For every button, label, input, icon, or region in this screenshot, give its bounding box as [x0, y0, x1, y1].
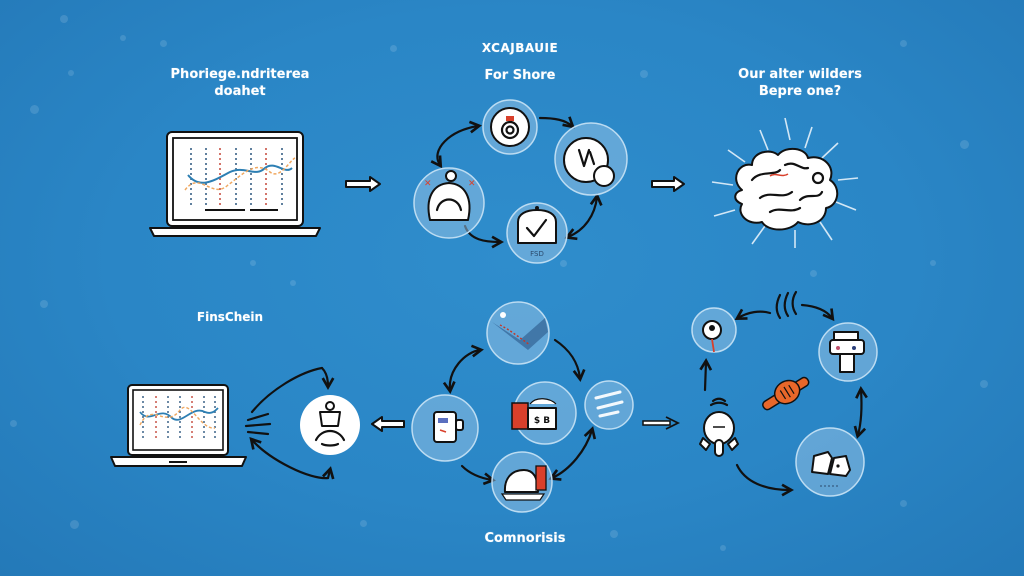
top-right-heading-line2: Bepre one? — [758, 84, 842, 99]
cash-box-text: $ B — [534, 416, 550, 426]
bottom-cycle: $ B — [411, 301, 634, 513]
bag-user-icon — [300, 395, 360, 455]
top-center-heading: XCAJBAUIE For Shore — [430, 40, 610, 84]
clipboard-caption: FSD — [530, 250, 544, 258]
car-icon — [795, 427, 865, 497]
laptop-chart-icon — [110, 384, 247, 467]
mid-left-heading: FinsChein — [196, 310, 264, 324]
top-cycle: ✕ ✕ FSD — [413, 99, 628, 264]
wrench-bone-icon — [762, 376, 810, 411]
laptop-chart-icon — [149, 131, 321, 237]
svg-text:✕: ✕ — [424, 179, 432, 189]
top-left-heading-line2: doahet — [214, 84, 266, 99]
arrow-right-icon — [345, 176, 381, 192]
top-right-heading: Our alter wilders Bepre one? — [690, 66, 910, 100]
top-center-subtitle: For Shore — [484, 68, 556, 83]
bottom-center-heading: Comnorisis — [484, 531, 566, 546]
lock-badge-icon — [482, 99, 538, 155]
laptop-chart-line-orange — [184, 157, 296, 191]
arrow-right-icon — [651, 176, 685, 192]
top-left-heading: Phoriege.ndriterea doahet — [140, 66, 340, 100]
mug-icon — [411, 394, 479, 462]
puzzle-face-icon — [554, 122, 628, 196]
top-left-heading-line1: Phoriege.ndriterea — [170, 67, 310, 82]
svg-text:✕: ✕ — [468, 179, 476, 189]
cash-box-icon: $ B — [511, 381, 577, 445]
fish-icon — [486, 301, 550, 365]
right-cycle — [691, 290, 878, 497]
magnifier-icon — [691, 307, 737, 353]
robot-figure-icon — [699, 397, 739, 457]
alarm-face-icon: ✕ ✕ — [413, 167, 485, 239]
arrow-left-icon — [371, 416, 405, 432]
top-right-heading-line1: Our alter wilders — [738, 67, 862, 82]
clipboard-check-icon: FSD — [506, 202, 568, 264]
brain-burst-icon — [711, 117, 859, 248]
connector-swoosh — [244, 366, 335, 480]
tool-pair-icon — [584, 380, 634, 430]
top-center-title: XCAJBAUIE — [481, 41, 559, 55]
laptop-chart-line-blue — [187, 164, 293, 184]
arrow-right-icon — [642, 416, 681, 430]
character-face-icon — [818, 322, 878, 382]
toolbox-icon — [491, 451, 553, 513]
